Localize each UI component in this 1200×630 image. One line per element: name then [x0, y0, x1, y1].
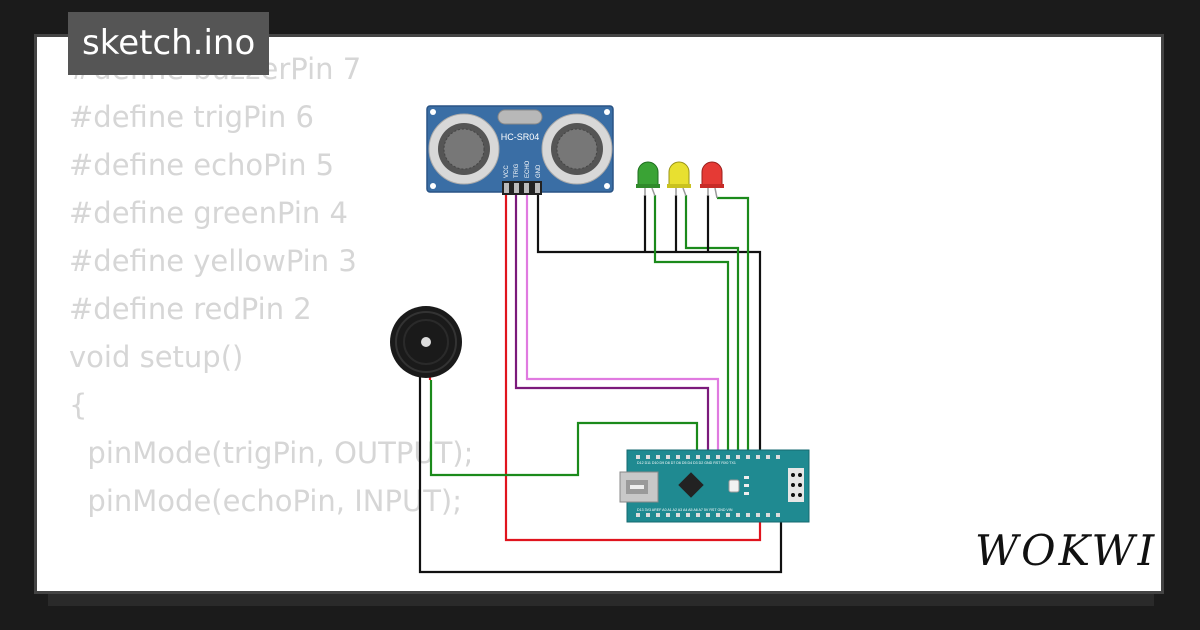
- led-yellow[interactable]: [667, 161, 691, 197]
- wire-echo: [525, 195, 720, 455]
- usb-connector: [619, 471, 659, 503]
- wire-led-green: [653, 195, 730, 455]
- code-line: pinMode(trigPin, OUTPUT);: [69, 436, 474, 470]
- buzzer[interactable]: [390, 306, 462, 378]
- code-line: {: [69, 388, 88, 422]
- code-line: #define trigPin 6: [69, 100, 314, 134]
- sensor-transducer-right: [541, 113, 613, 185]
- wire-led-red: [717, 196, 750, 455]
- sensor-pin-trig: TRIG: [514, 163, 520, 178]
- ultrasonic-sensor[interactable]: HC-SR04 VCC TRIG ECHO GND: [426, 105, 614, 195]
- code-background: #define buzzerPin 7#define trigPin 6#def…: [69, 45, 473, 525]
- reset-button[interactable]: [728, 479, 740, 493]
- code-line: #define greenPin 4: [69, 196, 348, 230]
- file-title: sketch.ino: [68, 12, 270, 75]
- arduino-top-pin-labels: D12 D11 D10 D9 D8 D7 D6 D5 D4 D3 D2 GND …: [637, 461, 736, 465]
- code-line: pinMode(echoPin, INPUT);: [69, 484, 463, 518]
- wire-buzzer-signal: [429, 380, 699, 477]
- wire-sensor-gnd: [536, 195, 762, 455]
- sensor-pin-echo: ECHO: [525, 160, 531, 178]
- arduino-nano[interactable]: D12 D11 D10 D9 D8 D7 D6 D5 D4 D3 D2 GND …: [619, 449, 810, 523]
- wire-vcc: [504, 195, 762, 542]
- sensor-transducer-left: [428, 113, 500, 185]
- code-line: #define echoPin 5: [69, 148, 335, 182]
- wokwi-logo: WOKWI: [975, 526, 1158, 575]
- code-line: #define redPin 2: [69, 292, 312, 326]
- led-red[interactable]: [700, 161, 724, 199]
- microcontroller-chip: [678, 472, 704, 498]
- wire-led-yellow: [684, 195, 740, 455]
- card-shadow: [48, 594, 1154, 606]
- sensor-pin-vcc: VCC: [504, 165, 510, 178]
- code-line: #define yellowPin 3: [69, 244, 357, 278]
- sensor-label: HC-SR04: [501, 132, 540, 142]
- arduino-bottom-pin-labels: D13 3V3 AREF A0 A1 A2 A3 A4 A5 A6 A7 5V …: [637, 508, 733, 512]
- sensor-pin-gnd: GND: [536, 164, 542, 178]
- wire-trig: [514, 195, 710, 455]
- wire-buzzer-gnd: [418, 372, 783, 574]
- icsp-header: [788, 468, 804, 502]
- led-green[interactable]: [636, 161, 660, 197]
- code-line: void setup(): [69, 340, 244, 374]
